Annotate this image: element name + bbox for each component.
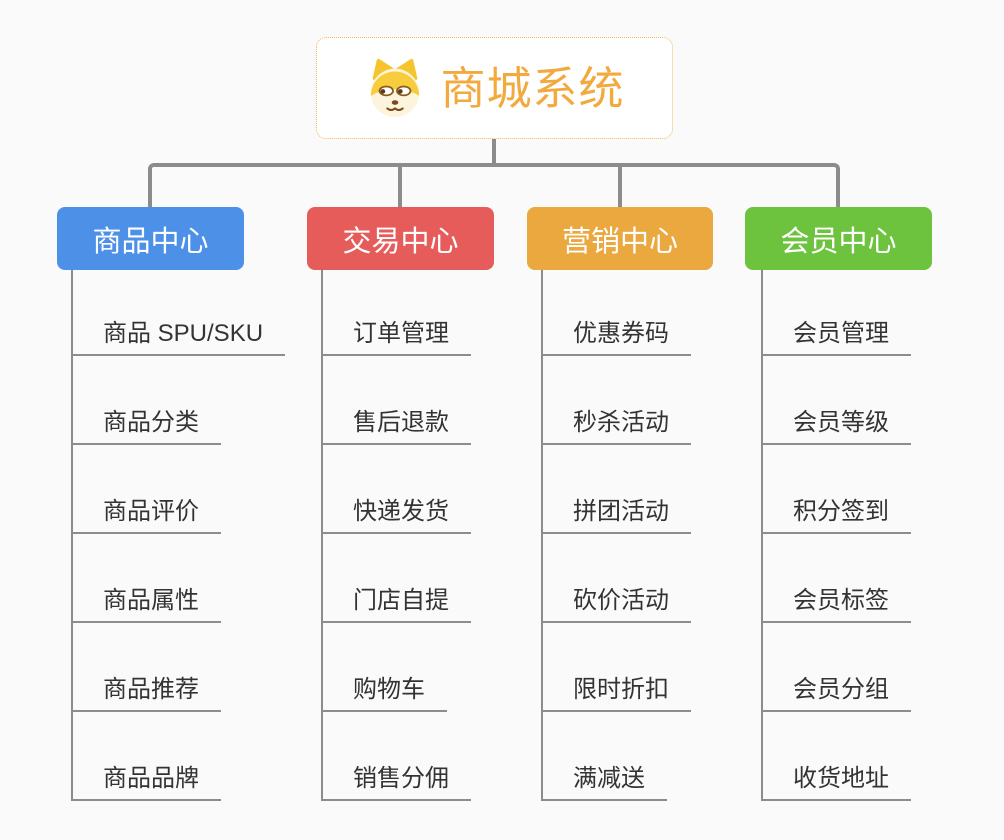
connector-branch-line-product — [71, 270, 73, 801]
topic-node[interactable]: 商品品牌 — [71, 745, 221, 801]
topic-node[interactable]: 限时折扣 — [541, 656, 691, 712]
connector-drop-marketing — [618, 165, 622, 208]
topic-node[interactable]: 商品推荐 — [71, 656, 221, 712]
topic-node[interactable]: 积分签到 — [761, 478, 911, 534]
topic-node[interactable]: 砍价活动 — [541, 567, 691, 623]
branch-label: 会员中心 — [780, 225, 897, 258]
topic-node[interactable]: 购物车 — [321, 656, 447, 712]
topic-node[interactable]: 商品属性 — [71, 567, 221, 623]
topic-node[interactable]: 秒杀活动 — [541, 389, 691, 445]
topic-node[interactable]: 售后退款 — [321, 389, 471, 445]
topic-node[interactable]: 会员分组 — [761, 656, 911, 712]
topic-node[interactable]: 商品分类 — [71, 389, 221, 445]
doge-icon — [371, 58, 420, 118]
topic-node[interactable]: 订单管理 — [321, 300, 471, 356]
topic-node[interactable]: 商品评价 — [71, 478, 221, 534]
topic-node[interactable]: 拼团活动 — [541, 478, 691, 534]
root-title: 商城系统 — [440, 62, 625, 114]
connector-branch-line-marketing — [541, 270, 543, 801]
topic-node[interactable]: 门店自提 — [321, 567, 471, 623]
topic-node[interactable]: 销售分佣 — [321, 745, 471, 801]
connector-root-stem — [492, 138, 496, 165]
branch-label: 交易中心 — [342, 225, 459, 258]
branch-node-member-center[interactable]: 会员中心 — [745, 207, 932, 270]
branch-node-product-center[interactable]: 商品中心 — [57, 207, 244, 270]
topic-node[interactable]: 会员管理 — [761, 300, 911, 356]
connector-drop-trade — [398, 165, 402, 208]
topic-node[interactable]: 会员标签 — [761, 567, 911, 623]
topic-node[interactable]: 商品 SPU/SKU — [71, 300, 286, 356]
topic-node[interactable]: 快递发货 — [321, 478, 471, 534]
connector-branch-line-trade — [321, 270, 323, 801]
root-node[interactable]: 商城系统 — [316, 37, 673, 139]
topic-node[interactable]: 会员等级 — [761, 389, 911, 445]
topic-node[interactable]: 满减送 — [541, 745, 667, 801]
branch-label: 商品中心 — [92, 225, 209, 258]
topic-node[interactable]: 优惠券码 — [541, 300, 691, 356]
connector-bus — [148, 163, 840, 208]
branch-node-marketing-center[interactable]: 营销中心 — [527, 207, 713, 270]
branch-node-trade-center[interactable]: 交易中心 — [307, 207, 494, 270]
branch-label: 营销中心 — [561, 225, 678, 258]
connector-branch-line-member — [761, 270, 763, 801]
topic-node[interactable]: 收货地址 — [761, 745, 911, 801]
